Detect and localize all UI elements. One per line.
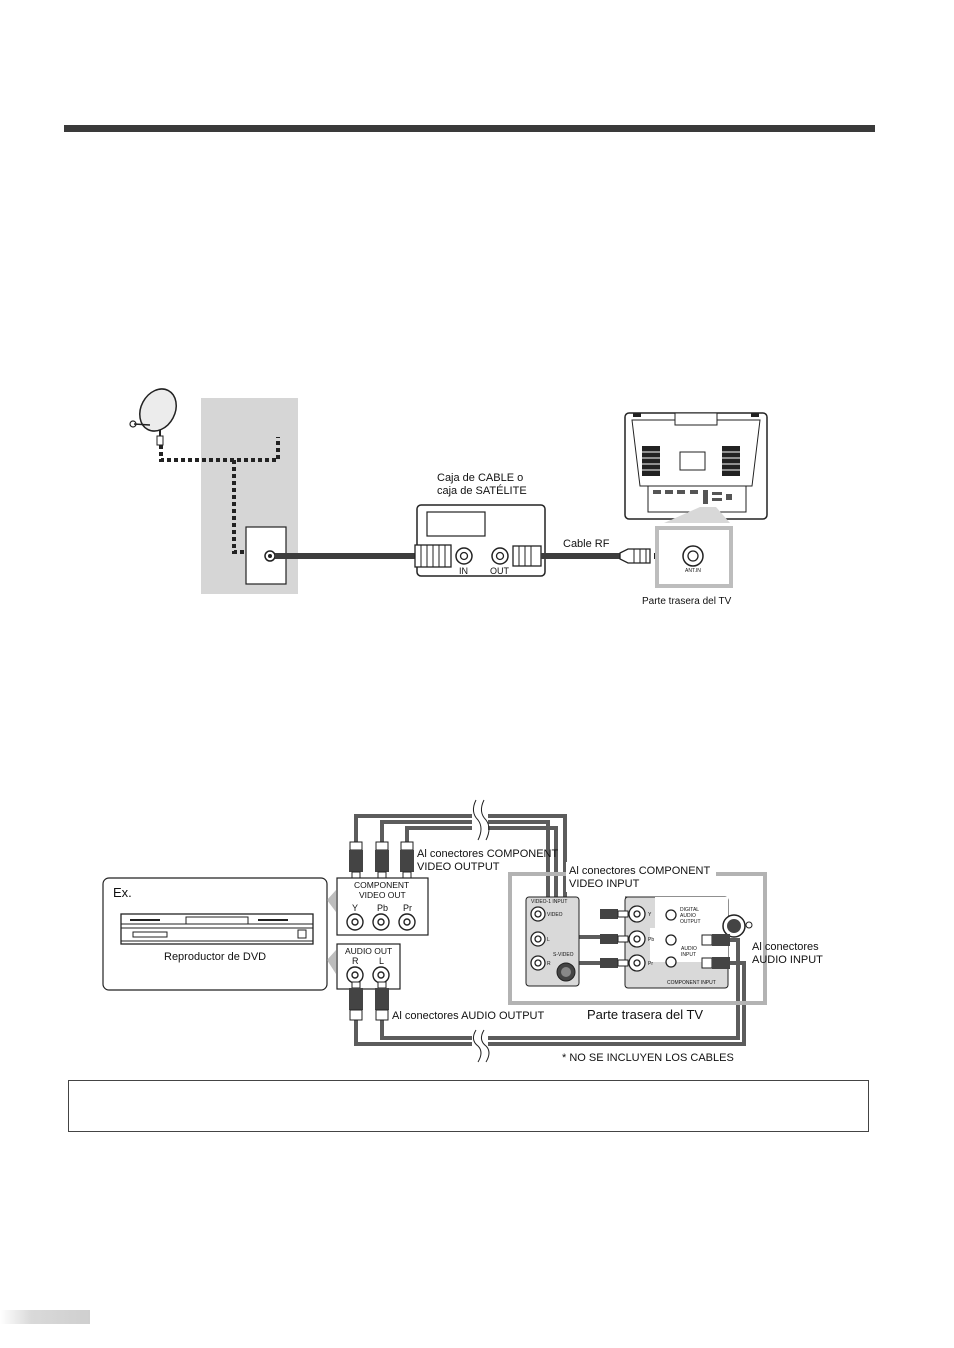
dvd-player-icon — [120, 913, 314, 945]
diagram-component-video: Al conectores COMPONENT VIDEO OUTPUT Ex.… — [102, 799, 823, 1064]
header-rule — [64, 125, 875, 132]
tv-back-label-2: Parte trasera del TV — [587, 1007, 703, 1022]
no-cables-note: * NO SE INCLUYEN LOS CABLES — [562, 1052, 734, 1064]
panel-pr-label: Pr — [648, 961, 653, 967]
audio-r-label: R — [352, 956, 359, 966]
tv-back-label: Parte trasera del TV — [642, 596, 732, 607]
panel-l-label: L — [547, 937, 550, 943]
panel-audio-2: INPUT — [681, 952, 696, 958]
panel-video1-label: VIDEO-1 INPUT — [531, 899, 567, 905]
panel-r-label: R — [547, 961, 551, 967]
dvd-comp-title-1: COMPONENT — [354, 880, 409, 890]
panel-digital-2: AUDIO — [680, 913, 696, 919]
panel-pb-label: Pb — [648, 937, 654, 943]
cable-break-marks — [472, 799, 490, 1063]
panel-component-input-label: COMPONENT INPUT — [667, 980, 716, 986]
panel-svideo-label: S-VIDEO — [553, 952, 574, 958]
panel-ant-jack — [722, 914, 753, 938]
panel-audio-1: AUDIO — [681, 946, 697, 952]
rf-cable — [541, 553, 623, 559]
tv-input-plugs — [600, 909, 730, 969]
dvd-jack-pr-label: Pr — [403, 903, 412, 913]
dvd-jack-y-label: Y — [352, 903, 358, 913]
component-out-label-1: Al conectores COMPONENT — [417, 848, 558, 860]
dvd-comp-title-2: VIDEO OUT — [359, 890, 406, 900]
panel-video-label: VIDEO — [547, 912, 563, 918]
dvd-component-jacks — [346, 913, 416, 931]
diagram-cable-satellite: Caja de CABLE o caja de SATÉLITE IN OUT … — [129, 388, 768, 607]
audio-out-plugs — [349, 981, 389, 1021]
audio-l-label: L — [379, 956, 384, 966]
component-in-label-1: Al conectores COMPONENT — [569, 865, 710, 877]
cable-box-label-1: Caja de CABLE o — [437, 472, 523, 484]
callout-arrow-component — [327, 890, 336, 912]
panel-digital-1: DIGITAL — [680, 907, 699, 913]
dvd-label: Reproductor de DVD — [164, 951, 266, 963]
rf-cable-label: Cable RF — [563, 538, 610, 550]
coax-cable-in — [275, 553, 415, 559]
rf-plug — [619, 548, 651, 564]
audio-output-label: Al conectores AUDIO OUTPUT — [392, 1010, 544, 1022]
component-out-plugs — [349, 841, 414, 879]
audio-out-title: AUDIO OUT — [345, 946, 392, 956]
tv-rear-view — [624, 412, 768, 523]
dotted-cable-run — [159, 437, 280, 554]
cable-box-label-2: caja de SATÉLITE — [437, 484, 527, 497]
page-tab — [0, 1310, 90, 1324]
callout-arrow-audio — [327, 950, 336, 974]
ant-in-label: ANT.IN — [685, 568, 701, 574]
panel-digital-3: OUTPUT — [680, 919, 701, 925]
audio-input-label-1: Al conectores — [752, 941, 819, 953]
dvd-jack-pb-label: Pb — [377, 903, 388, 913]
component-in-label-2: VIDEO INPUT — [569, 878, 640, 890]
cable-box-display — [426, 511, 486, 537]
component-out-label-2: VIDEO OUTPUT — [417, 861, 500, 873]
dvd-audio-out-panel — [336, 943, 401, 990]
plug-out-connector — [512, 545, 542, 567]
note-box — [68, 1080, 869, 1132]
out-label: OUT — [490, 566, 510, 576]
in-label: IN — [459, 566, 468, 576]
example-label: Ex. — [113, 885, 132, 900]
audio-input-label-2: AUDIO INPUT — [752, 954, 823, 966]
plug-in-connector — [414, 544, 452, 568]
satellite-dish-icon — [129, 388, 177, 446]
panel-y-label: Y — [648, 912, 652, 918]
